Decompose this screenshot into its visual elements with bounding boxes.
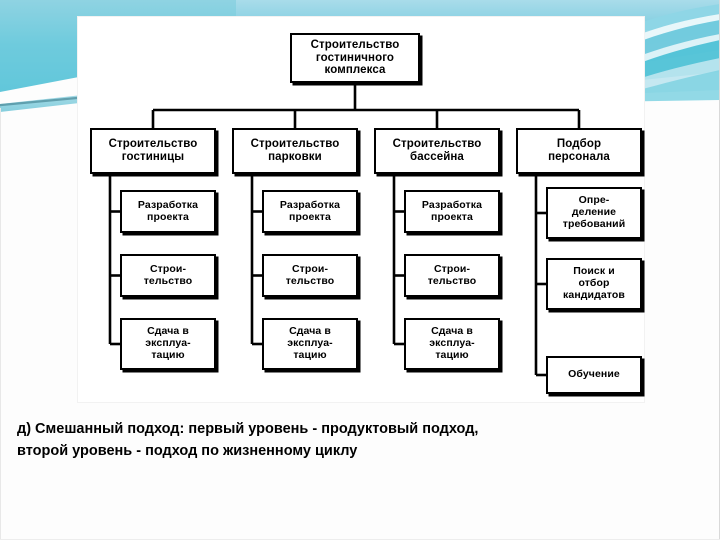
caption-line-1: д) Смешанный подход: первый уровень - пр… (17, 421, 479, 437)
wbs-node-level3-3-2: Строи- тельство (404, 254, 500, 297)
wbs-node-level2-3: Строительство бассейна (374, 128, 500, 174)
slide-caption: д) Смешанный подход: первый уровень - пр… (17, 418, 707, 463)
caption-line-2: второй уровень - подход по жизненному ци… (17, 443, 358, 460)
wbs-node-level3-3-1: Разработка проекта (404, 190, 500, 233)
wbs-node-level3-1-3: Сдача в эксплуа- тацию (120, 318, 216, 370)
slide-left-edge (0, 108, 1, 540)
wbs-node-level3-4-3: Обучение (546, 356, 642, 394)
wbs-node-level2-2: Строительство парковки (232, 128, 358, 174)
connector-lines (108, 83, 581, 377)
wbs-node-root: Строительство гостиничного комплекса (290, 33, 420, 83)
wbs-node-level3-3-3: Сдача в эксплуа- тацию (404, 318, 500, 370)
wbs-node-level2-4: Подбор персонала (516, 128, 642, 174)
wbs-node-level2-1: Строительство гостиницы (90, 128, 216, 174)
wbs-node-level3-2-1: Разработка проекта (262, 190, 358, 233)
wbs-node-level3-1-1: Разработка проекта (120, 190, 216, 233)
wbs-node-level3-4-2: Поиск и отбор кандидатов (546, 258, 642, 310)
wbs-node-level3-2-3: Сдача в эксплуа- тацию (262, 318, 358, 370)
wbs-node-level3-2-2: Строи- тельство (262, 254, 358, 297)
wbs-node-level3-1-2: Строи- тельство (120, 254, 216, 297)
wbs-node-level3-4-1: Опре- деление требований (546, 187, 642, 239)
